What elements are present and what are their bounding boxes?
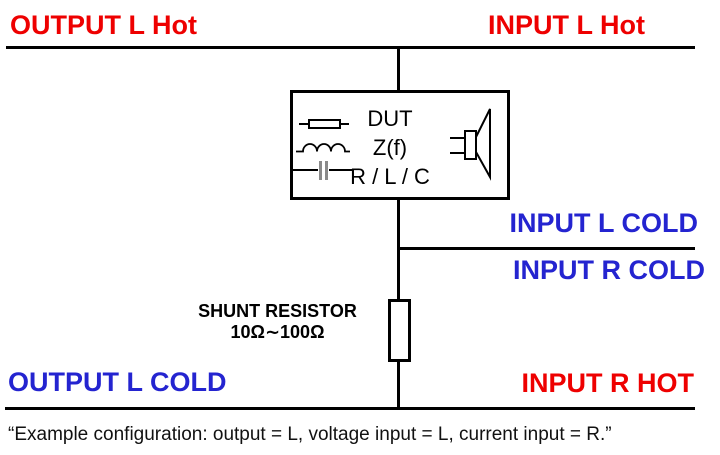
- shunt-resistor-title: SHUNT RESISTOR: [198, 301, 357, 321]
- top-conductor-line: [6, 46, 695, 49]
- dut-text: DUT Z(f) R / L / C: [340, 104, 440, 191]
- capacitor-plate-right: [325, 161, 328, 180]
- label-output-l-hot: OUTPUT L Hot: [10, 10, 197, 40]
- label-input-r-cold: INPUT R COLD: [513, 255, 705, 285]
- capacitor-lead-left: [293, 169, 318, 171]
- dut-text-line2: Z(f): [372, 135, 408, 160]
- dut-box: DUT Z(f) R / L / C: [290, 90, 510, 200]
- shunt-resistor-label: SHUNT RESISTOR 10Ω∼100Ω: [170, 301, 385, 343]
- center-conductor-line: [397, 46, 400, 410]
- dut-text-line3: R / L / C: [350, 164, 430, 189]
- shunt-resistor-range: 10Ω∼100Ω: [230, 322, 325, 342]
- label-input-r-hot: INPUT R HOT: [521, 368, 695, 398]
- capacitor-lead-right: [329, 169, 352, 171]
- inductor-icon: [296, 143, 350, 153]
- caption: “Example configuration: output = L, volt…: [8, 424, 612, 445]
- speaker-icon: [450, 108, 491, 181]
- capacitor-plate-left: [319, 161, 322, 180]
- label-input-l-hot: INPUT L Hot: [488, 10, 645, 40]
- label-input-l-cold: INPUT L COLD: [509, 208, 699, 238]
- shunt-resistor-symbol: [388, 299, 411, 362]
- label-output-l-cold: OUTPUT L COLD: [8, 367, 227, 397]
- bottom-conductor-line: [5, 407, 695, 410]
- dut-text-line1: DUT: [367, 106, 413, 131]
- input-cold-separator-line: [398, 247, 695, 250]
- resistor-body: [308, 119, 341, 129]
